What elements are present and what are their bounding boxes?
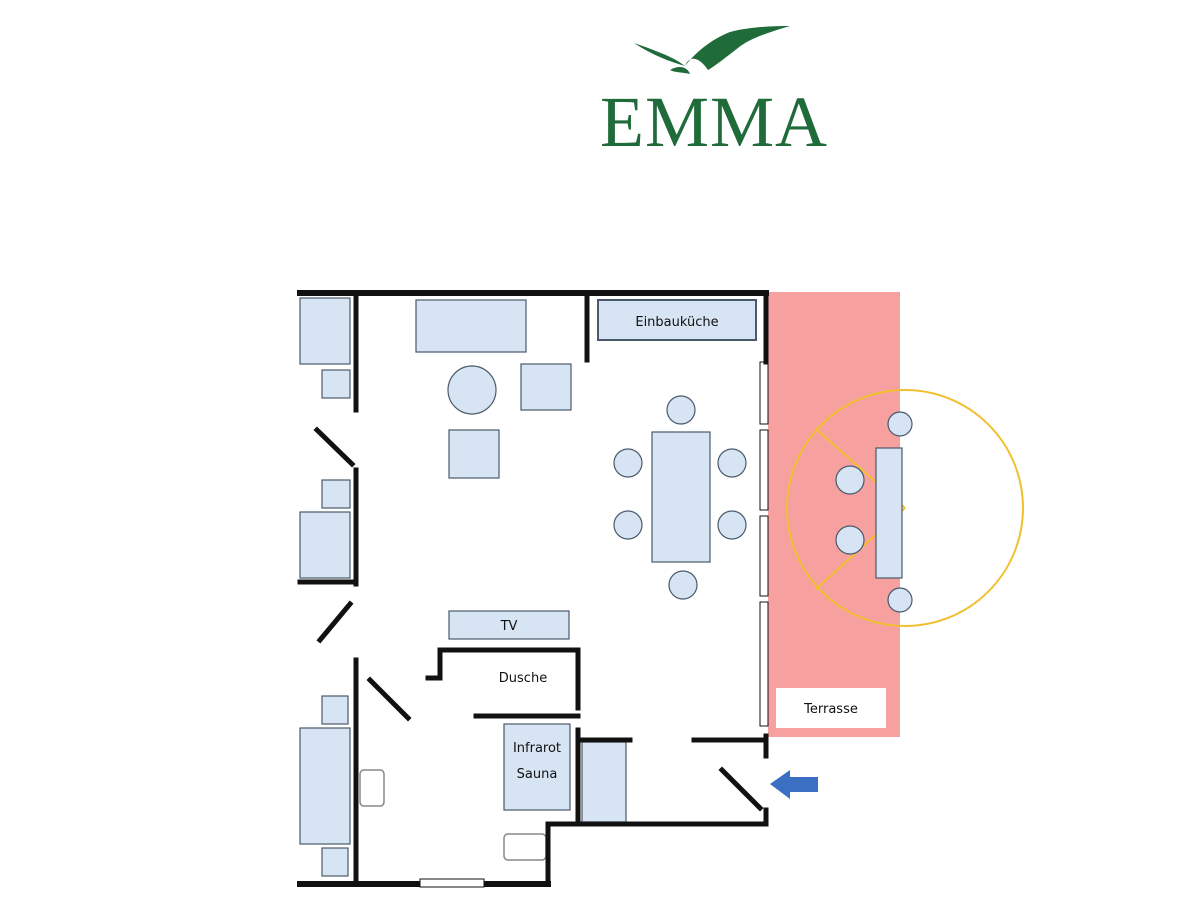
kitchen — [597, 299, 757, 341]
bird-logo-icon — [634, 26, 790, 74]
bottom-window — [419, 878, 485, 888]
bed-top-left — [299, 297, 351, 365]
kitchen-label: Einbauküche — [635, 315, 718, 330]
nightstand-mid — [321, 479, 351, 509]
sauna-label-line1: Infrarot — [513, 741, 561, 756]
dining-chair — [717, 510, 747, 540]
terrace-label-box — [776, 688, 886, 728]
tv-unit — [448, 610, 570, 640]
terrace-table — [875, 447, 903, 579]
tv-label: TV — [500, 619, 518, 634]
walls — [297, 290, 769, 887]
dining-chair — [668, 570, 698, 600]
round-table — [447, 365, 497, 415]
furniture — [299, 297, 757, 877]
sofa — [415, 299, 527, 353]
window-strips — [759, 361, 769, 727]
sauna — [503, 723, 571, 811]
terrace-chairs — [835, 411, 913, 613]
dining-chair — [717, 448, 747, 478]
brand-name: EMMA — [600, 82, 829, 162]
dining-table — [651, 431, 711, 563]
terrace-label: Terrasse — [803, 702, 858, 717]
nightstand-bottom-2 — [321, 847, 349, 877]
dining-chair — [666, 395, 696, 425]
sauna-label-line2: Sauna — [517, 767, 558, 782]
emma-logo: EMMA — [590, 18, 850, 158]
side-chair — [448, 429, 500, 479]
shower-label: Dusche — [499, 671, 547, 686]
armchair — [520, 363, 572, 411]
wardrobe — [581, 741, 627, 823]
dining-chair — [613, 510, 643, 540]
nightstand-bottom — [321, 695, 349, 725]
bed-mid-left — [299, 511, 351, 579]
dining-chair — [613, 448, 643, 478]
nightstand-top-left — [321, 369, 351, 399]
entrance-arrow-icon — [770, 770, 818, 799]
bathroom-fixtures — [359, 769, 547, 861]
bed-bottom-left — [299, 727, 351, 845]
